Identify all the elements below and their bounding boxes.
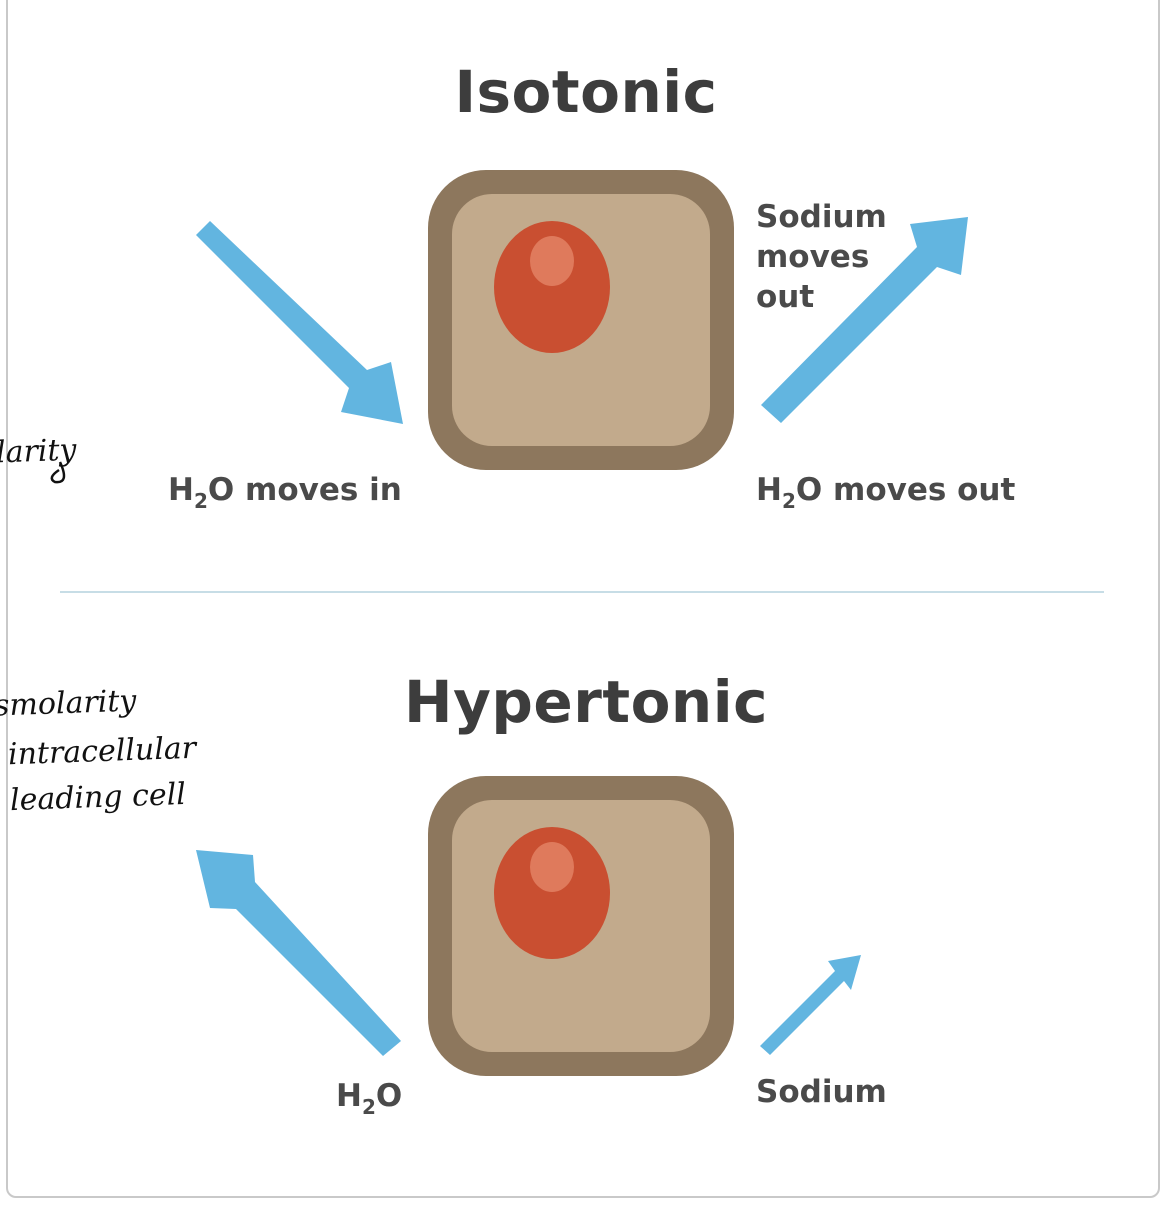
hypertonic-sodium-label: Sodium [756, 1074, 887, 1110]
water-in-text: O moves in [207, 472, 402, 508]
water-in-subscript: 2 [193, 489, 208, 513]
hypertonic-water-label: H2O [336, 1076, 402, 1127]
hypertonic-sodium-out-arrow [760, 955, 861, 1055]
handwritten-note-1: larity [0, 432, 78, 471]
isotonic-sodium-out-arrow [761, 217, 968, 423]
hyper-water-o: O [375, 1078, 403, 1114]
handwriting-squiggle [50, 461, 66, 484]
water-out-text: O moves out [795, 472, 1016, 508]
isotonic-title: Isotonic [454, 58, 718, 126]
hypertonic-title: Hypertonic [404, 668, 768, 736]
sodium-label-line2: moves [756, 239, 870, 275]
water-out-subscript: 2 [781, 489, 796, 513]
handwritten-note-2: smolarity [0, 683, 137, 724]
sodium-label-line3: out [756, 279, 815, 315]
section-divider [60, 591, 1104, 593]
handwritten-note-4: leading cell [9, 776, 187, 819]
hypertonic-nucleus [494, 827, 610, 959]
water-out-h: H [756, 472, 782, 508]
hyper-water-h: H [336, 1078, 362, 1114]
handwritten-note-3: intracellular [7, 730, 197, 773]
isotonic-water-in-label: H2O moves in [168, 470, 402, 521]
sodium-label-line1: Sodium [756, 199, 887, 235]
hypertonic-cell [428, 776, 734, 1076]
hyper-water-subscript: 2 [361, 1095, 376, 1119]
isotonic-cell [428, 170, 734, 470]
hypertonic-nucleus-highlight [530, 842, 574, 892]
isotonic-nucleus-highlight [530, 236, 574, 286]
water-in-h: H [168, 472, 194, 508]
isotonic-sodium-label: Sodium moves out [756, 197, 887, 317]
isotonic-water-in-arrow [196, 221, 403, 424]
isotonic-nucleus [494, 221, 610, 353]
isotonic-water-out-label: H2O moves out [756, 470, 1015, 521]
hypertonic-water-out-arrow [196, 850, 401, 1056]
